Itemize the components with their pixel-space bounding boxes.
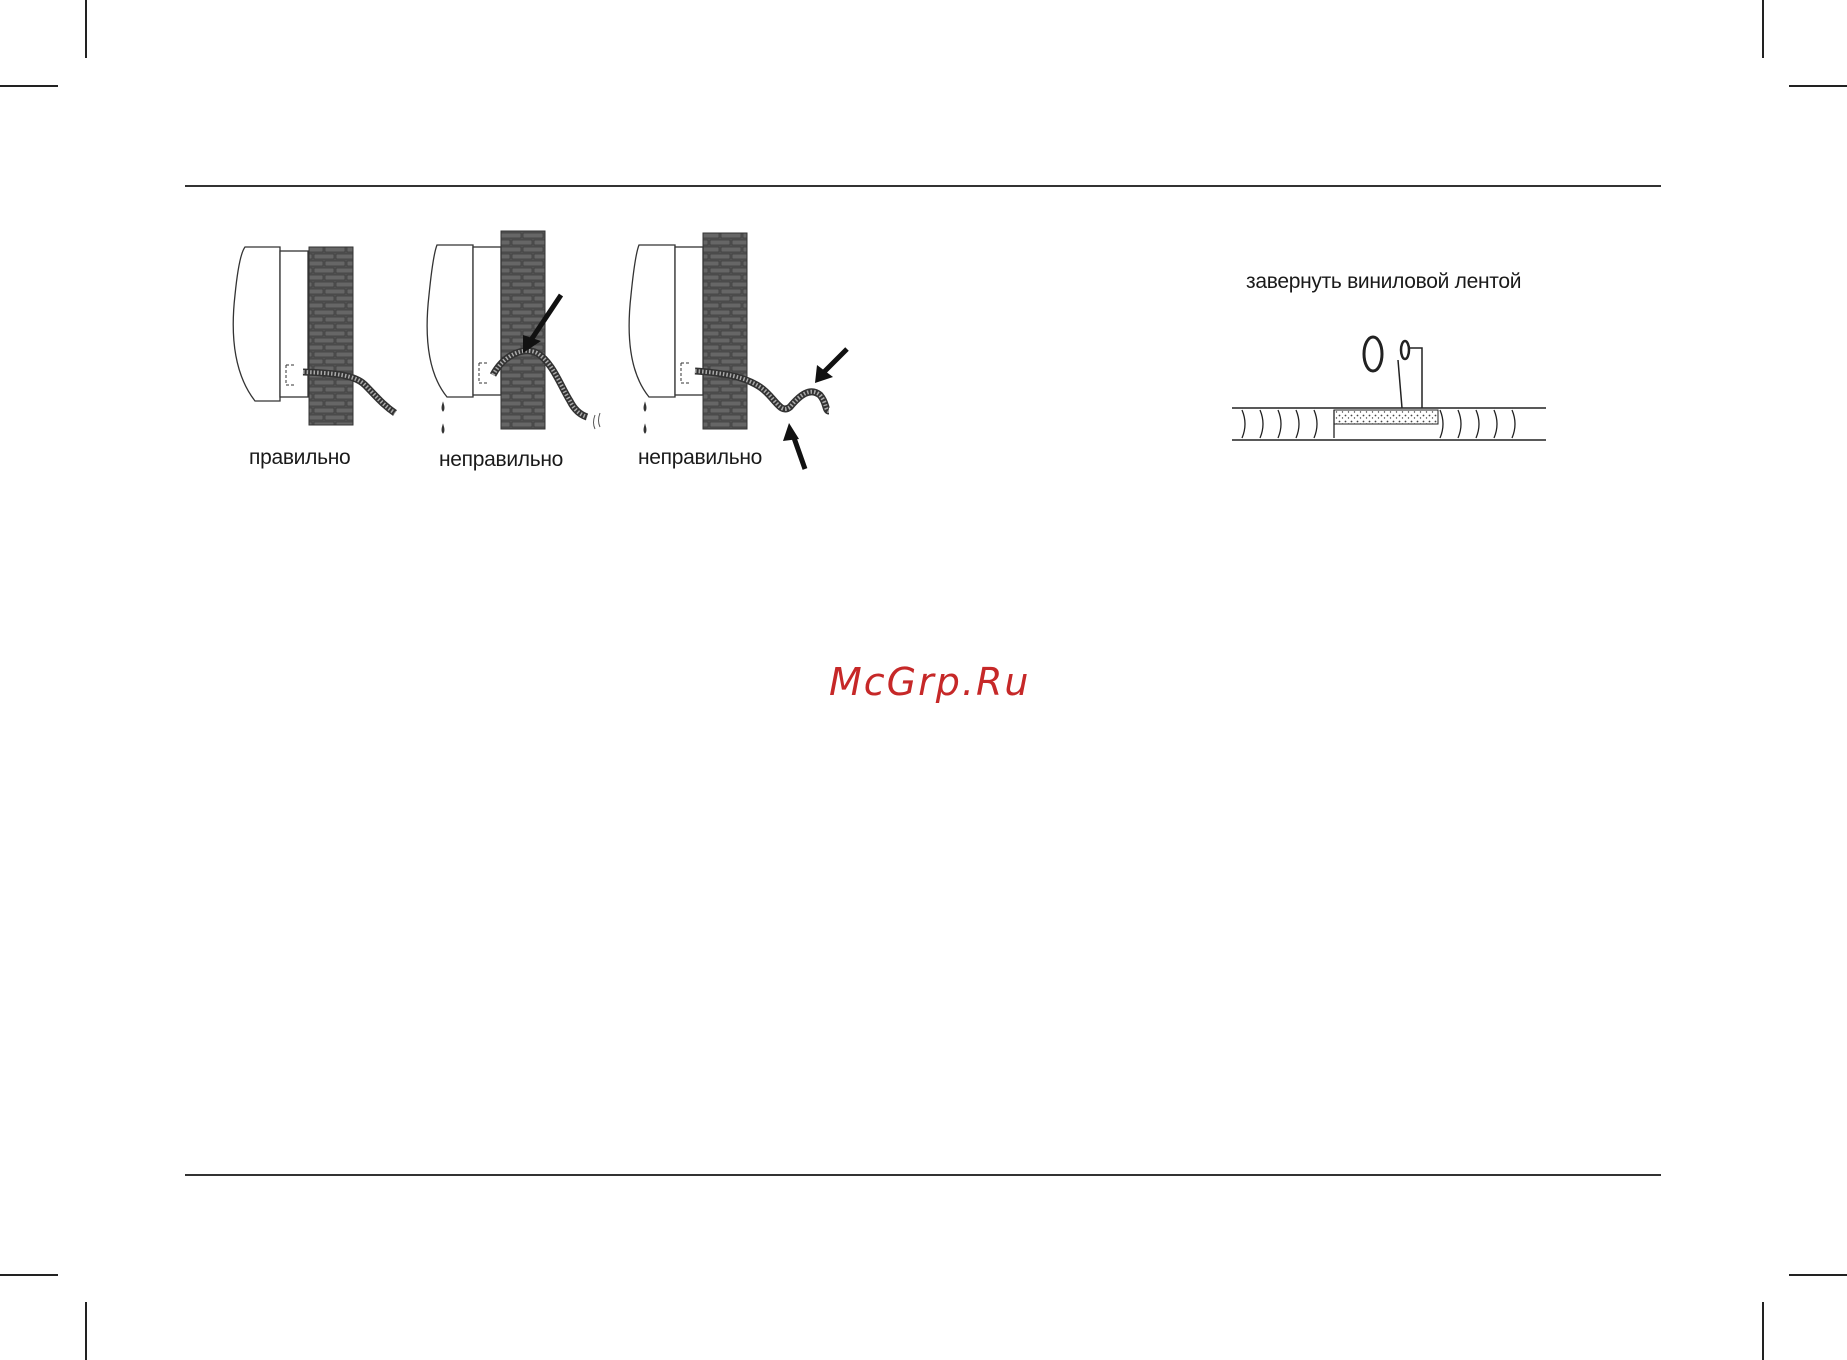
header-rule	[185, 185, 1661, 187]
crop-mark	[0, 1274, 58, 1276]
drain-figure-incorrect-1	[427, 231, 600, 433]
tape-caption: завернуть виниловой лентой	[1246, 270, 1521, 294]
vinyl-tape-figure	[1230, 330, 1550, 450]
crop-mark	[1789, 85, 1847, 87]
watermark: McGrp.Ru	[829, 660, 1030, 704]
caption-incorrect-1: неправильно	[439, 448, 563, 472]
crop-mark	[85, 1302, 87, 1360]
crop-mark	[1762, 1302, 1764, 1360]
caption-correct: правильно	[249, 446, 350, 470]
crop-mark	[1789, 1274, 1847, 1276]
drain-figure-correct	[233, 247, 395, 425]
footer-rule	[185, 1174, 1661, 1176]
crop-mark	[85, 0, 87, 58]
crop-mark	[0, 85, 58, 87]
drain-hose-figures	[225, 225, 875, 475]
crop-mark	[1762, 0, 1764, 58]
caption-incorrect-2: неправильно	[638, 446, 762, 470]
drain-figure-incorrect-2	[629, 233, 847, 469]
